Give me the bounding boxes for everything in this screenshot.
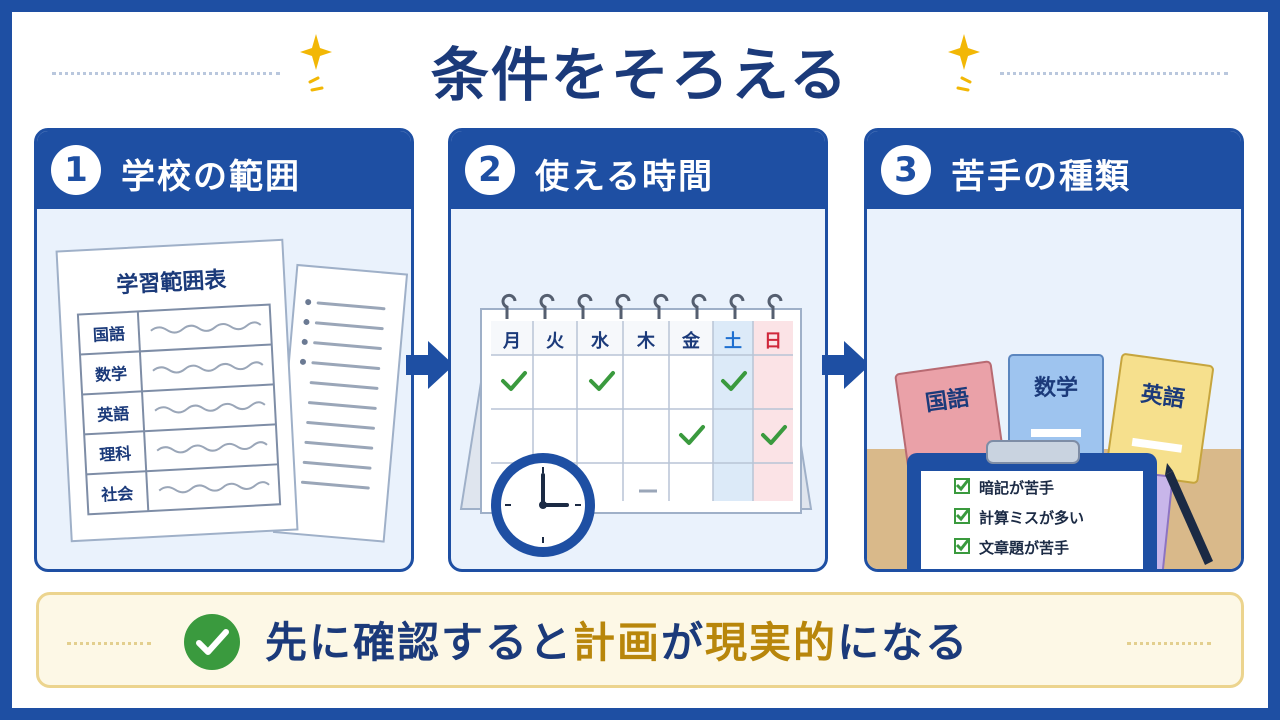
panel-header: 2 使える時間 — [451, 131, 825, 209]
sparkle-icon — [300, 34, 332, 92]
sparkle-icon — [948, 34, 980, 92]
book-label: 国語 — [924, 385, 971, 417]
day-label: 月 — [502, 331, 521, 352]
banner-dots — [1127, 642, 1211, 645]
banner-text-part: になる — [837, 618, 970, 667]
panel-body: 学習範囲表 国語 数学 英語 理科 社会 — [37, 209, 411, 569]
clock-icon — [491, 453, 595, 557]
day-label: 水 — [591, 330, 610, 352]
day-label: 日 — [764, 331, 782, 352]
panel-header: 1 学校の範囲 — [37, 131, 411, 209]
day-label: 金 — [681, 330, 701, 352]
pen-icon — [1165, 463, 1213, 565]
title-right-dots — [1000, 72, 1228, 75]
books-clipboard-illustration: 国語 数学 英語 理科 — [867, 353, 1241, 569]
step-number: 3 — [881, 145, 931, 195]
range-subject: 国語 — [93, 324, 126, 345]
step-panel-1: 1 学校の範囲 学習範囲表 — [34, 128, 414, 572]
clipboard-item: 暗記が苦手 — [979, 479, 1054, 497]
banner-text-part: が — [661, 618, 706, 667]
range-subject: 社会 — [100, 484, 134, 505]
range-table-title: 学習範囲表 — [116, 267, 228, 299]
conclusion-text: 先に確認すると計画が現実的になる — [265, 609, 969, 670]
banner-highlight: 計画 — [573, 618, 662, 667]
panel-body: 月 火 水 木 金 土 日 — [451, 209, 825, 569]
calendar-illustration: 月 火 水 木 金 土 日 — [459, 293, 813, 557]
book-label: 英語 — [1139, 381, 1186, 413]
range-subject: 英語 — [96, 404, 130, 425]
banner-highlight: 現実的 — [705, 618, 838, 667]
panel-body: 国語 数学 英語 理科 — [867, 209, 1241, 569]
banner-text-part: 先に確認すると — [265, 618, 574, 667]
banner-dots — [67, 642, 151, 645]
page-title: 条件をそろえる — [430, 41, 850, 109]
arrow-right-icon — [406, 341, 454, 389]
step-title: 学校の範囲 — [121, 157, 301, 197]
range-table-illustration: 学習範囲表 国語 数学 英語 理科 社会 — [55, 238, 409, 543]
title-left-dots — [52, 72, 280, 75]
clipboard-icon: 暗記が苦手 計算ミスが多い 文章題が苦手 — [907, 440, 1157, 569]
step-number: 2 — [465, 145, 515, 195]
check-icon — [501, 371, 787, 445]
range-subject: 数学 — [95, 364, 128, 385]
clipboard-item: 文章題が苦手 — [979, 539, 1069, 557]
step-panel-3: 3 苦手の種類 国語 数学 — [864, 128, 1244, 572]
step-number: 1 — [51, 145, 101, 195]
check-circle-icon — [184, 614, 240, 670]
day-label: 土 — [724, 331, 742, 352]
range-subject: 理科 — [99, 444, 132, 465]
step-title: 使える時間 — [535, 157, 714, 197]
day-label: 火 — [546, 331, 565, 352]
day-label: 木 — [636, 330, 656, 352]
clipboard-item: 計算ミスが多い — [979, 509, 1084, 527]
step-title: 苦手の種類 — [951, 157, 1131, 197]
conclusion-banner: 先に確認すると計画が現実的になる — [36, 592, 1244, 688]
book-label: 数学 — [1034, 375, 1078, 401]
arrow-right-icon — [822, 341, 870, 389]
panel-header: 3 苦手の種類 — [867, 131, 1241, 209]
step-panel-2: 2 使える時間 — [448, 128, 828, 572]
